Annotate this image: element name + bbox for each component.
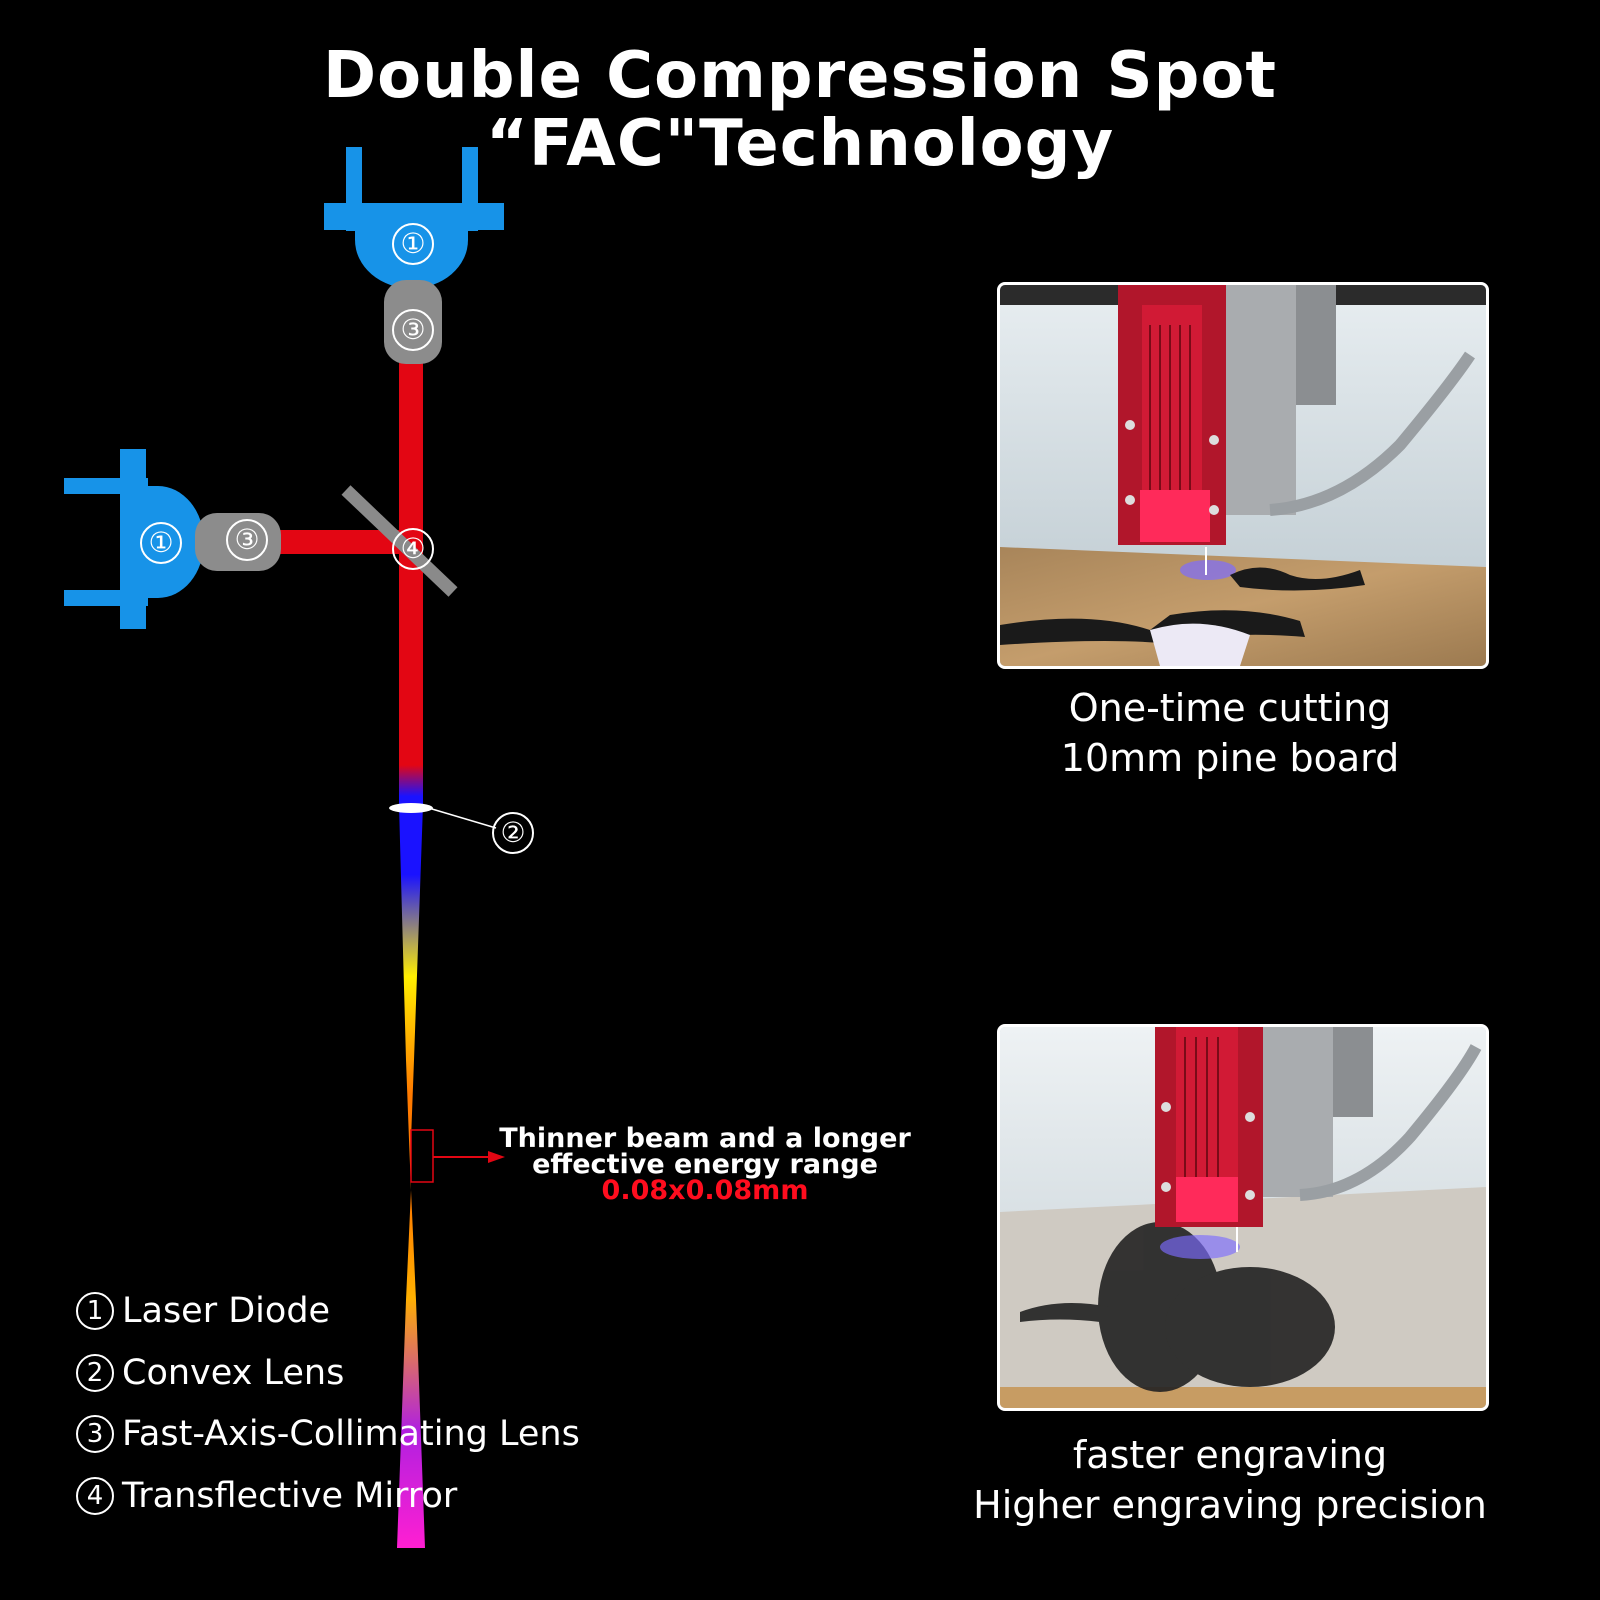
convex-lens	[389, 803, 433, 813]
legend-label: Fast-Axis-Collimating Lens	[122, 1414, 580, 1454]
laser-engraving-photo	[997, 1024, 1489, 1411]
legend-label: Transflective Mirror	[122, 1476, 458, 1516]
beam-waist-box	[410, 1129, 434, 1183]
marker-fac-top: ③	[392, 309, 434, 351]
convex-lens-leader	[431, 808, 497, 829]
engraving-caption-line-2: Higher engraving precision	[973, 1483, 1487, 1527]
annotation-spot-size: 0.08x0.08mm	[601, 1175, 809, 1206]
marker-fac-left: ③	[226, 519, 268, 561]
marker-mirror: ④	[392, 528, 434, 570]
legend-label: Convex Lens	[122, 1353, 345, 1393]
owl-engraving-icon	[1020, 1222, 1335, 1392]
legend-number: 1	[76, 1292, 114, 1330]
laser-cutting-photo	[997, 282, 1489, 669]
marker-diode-left: ①	[140, 522, 182, 564]
title-line-1: Double Compression Spot	[323, 39, 1277, 113]
title-line-2: “FAC"Technology	[485, 107, 1115, 181]
legend-number: 4	[76, 1477, 114, 1515]
annotation-arrow-head	[488, 1151, 505, 1163]
legend-number: 3	[76, 1415, 114, 1453]
marker-diode-top: ①	[392, 223, 434, 265]
annotation-line-1: Thinner beam and a longer	[499, 1123, 911, 1154]
laser-diode-top	[324, 147, 504, 289]
legend-number: 2	[76, 1354, 114, 1392]
marker-convex-lens: ②	[492, 812, 534, 854]
beam-annotation: Thinner beam and a longer effective ener…	[480, 1123, 930, 1206]
laser-diode-left	[64, 449, 204, 629]
cutting-caption-line-1: One-time cutting	[1068, 686, 1392, 730]
legend-label: Laser Diode	[122, 1291, 331, 1331]
cutting-caption-line-2: 10mm pine board	[1060, 736, 1400, 780]
annotation-line-2: effective energy range	[532, 1149, 878, 1180]
engraving-caption: faster engraving Higher engraving precis…	[910, 1430, 1550, 1530]
engraving-caption-line-1: faster engraving	[1072, 1433, 1388, 1477]
cutting-caption: One-time cutting 10mm pine board	[930, 683, 1530, 783]
